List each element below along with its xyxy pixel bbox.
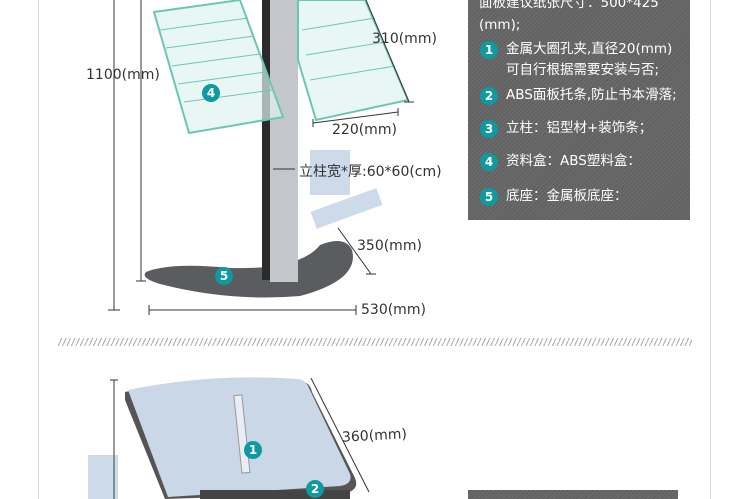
content-frame	[38, 0, 711, 499]
spec-text: 金属大圈孔夹,直径20(mm)	[506, 41, 673, 57]
spec-number: 3	[480, 120, 498, 138]
spec-number: 4	[480, 153, 498, 171]
callout-2: 2	[306, 480, 324, 498]
spec-item: 5 底座：金属板底座：	[480, 188, 628, 207]
spec-heading: 面板建议纸张尺寸：500*425 (mm);	[479, 0, 659, 36]
box-height-label: 310(mm)	[372, 31, 437, 47]
panel-height-label: 360(mm)	[341, 426, 408, 446]
spec-item: 2 ABS面板托条,防止书本滑落;	[480, 87, 677, 106]
base-depth-label: 350(mm)	[357, 238, 422, 254]
spec-text: 立柱：铝型材+装饰条；	[506, 120, 653, 136]
watermark-logo-2	[88, 455, 118, 499]
spec-panel: 面板建议纸张尺寸：500*425 (mm); 1 金属大圈孔夹,直径20(mm)…	[468, 0, 690, 220]
spec-number: 5	[480, 188, 498, 206]
spec-heading-line1: 面板建议纸张尺寸：500*425	[479, 0, 659, 11]
spec-panel-2	[468, 490, 678, 499]
spec-item: 3 立柱：铝型材+装饰条；	[480, 120, 652, 139]
height-dimension-line	[108, 0, 146, 311]
spec-text: 底座：金属板底座：	[506, 188, 628, 204]
document-panel	[88, 377, 370, 499]
height-label: 1100(mm)	[86, 67, 160, 83]
spec-text: 可自行根据需要安装与否;	[506, 62, 660, 78]
spec-heading-line2: (mm);	[479, 17, 521, 33]
spec-text: ABS面板托条,防止书本滑落;	[506, 87, 677, 103]
spec-number: 1	[480, 41, 498, 59]
literature-box-left	[152, 0, 285, 135]
callout-5: 5	[215, 267, 233, 285]
literature-box-right	[297, 0, 410, 122]
metal-base	[144, 241, 353, 298]
base-width-label: 530(mm)	[361, 302, 426, 318]
callout-1: 1	[244, 441, 262, 459]
spec-item: 1 金属大圈孔夹,直径20(mm) 可自行根据需要安装与否;	[480, 41, 672, 81]
watermark-logo	[310, 150, 383, 229]
spec-item: 4 资料盒：ABS塑料盒：	[480, 153, 641, 172]
pole-size-label: 立柱宽*厚:60*60(cm)	[299, 164, 442, 180]
box-width-label: 220(mm)	[332, 122, 397, 138]
spec-text: 资料盒：ABS塑料盒：	[506, 153, 641, 169]
pole	[270, 0, 298, 282]
hatched-divider	[58, 338, 692, 346]
spec-number: 2	[480, 87, 498, 105]
callout-4: 4	[202, 84, 220, 102]
box-dimension-lines	[148, 0, 414, 315]
